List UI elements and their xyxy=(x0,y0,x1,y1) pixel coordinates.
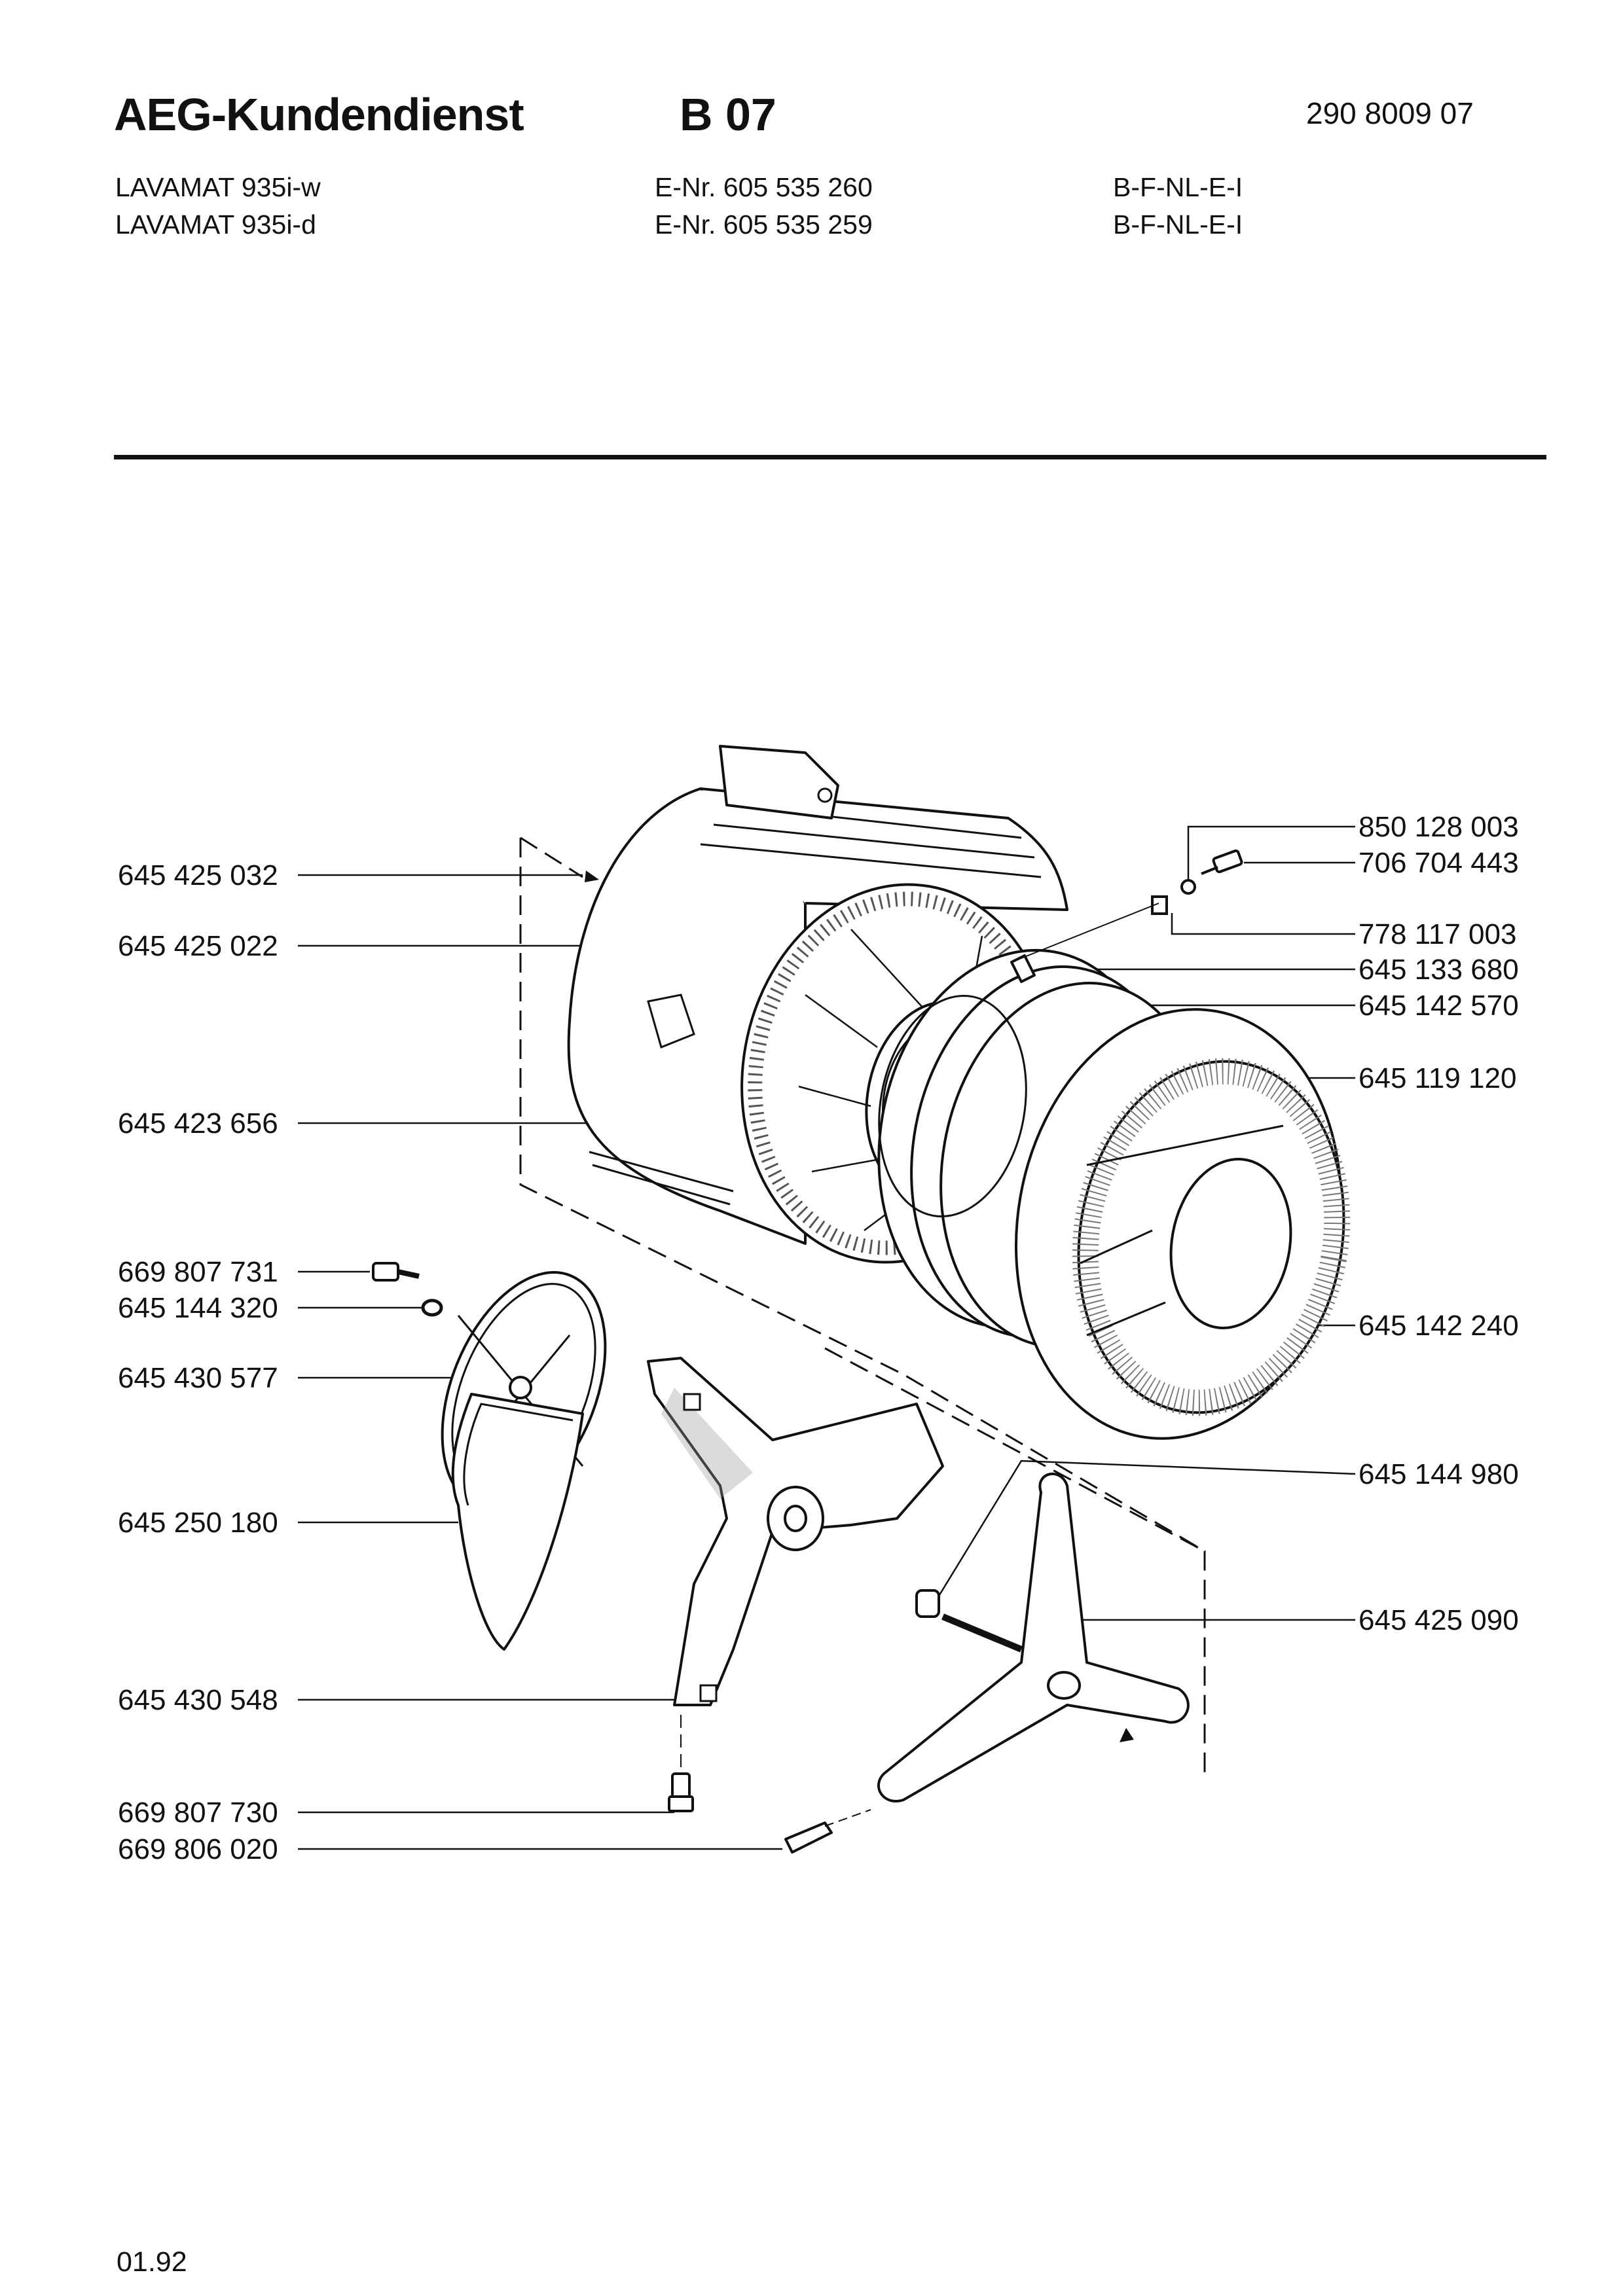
leader-line xyxy=(935,1460,1356,1601)
part-label[interactable]: 706 704 443 xyxy=(1359,847,1519,879)
assembly-outline xyxy=(519,836,1206,1774)
part-label[interactable]: 645 119 120 xyxy=(1359,1062,1516,1094)
document-number: 290 8009 07 xyxy=(1306,96,1474,130)
part-label[interactable]: 645 430 548 xyxy=(118,1684,278,1716)
leader-line xyxy=(1171,913,1355,935)
model-name-2: LAVAMAT 935i-d xyxy=(115,209,316,240)
part-label[interactable]: 850 128 003 xyxy=(1359,811,1519,843)
lower-screws xyxy=(668,1715,871,1854)
upper-fasteners xyxy=(1011,849,1243,963)
part-label[interactable]: 778 117 003 xyxy=(1359,918,1516,950)
part-label[interactable]: 645 425 090 xyxy=(1359,1604,1519,1636)
part-label[interactable]: 645 133 680 xyxy=(1359,954,1519,986)
model-countries-2: B-F-NL-E-I xyxy=(1113,209,1243,240)
model-countries-1: B-F-NL-E-I xyxy=(1113,172,1243,202)
part-label[interactable]: 645 425 032 xyxy=(118,859,278,891)
part-label[interactable]: 645 142 240 xyxy=(1359,1310,1519,1342)
part-label[interactable]: 645 144 980 xyxy=(1359,1458,1519,1490)
drum-carrier xyxy=(877,1473,1190,1803)
spider-bracket xyxy=(647,1357,944,1706)
part-label[interactable]: 669 807 731 xyxy=(118,1256,278,1288)
sheet-code: B 07 xyxy=(680,89,776,140)
left-fasteners xyxy=(372,1262,443,1317)
part-label[interactable]: 645 142 570 xyxy=(1359,990,1519,1022)
part-label[interactable]: 645 250 180 xyxy=(118,1507,278,1539)
part-label[interactable]: 645 423 656 xyxy=(118,1107,278,1139)
right-callouts: 850 128 003 706 704 443 778 117 003 645 … xyxy=(935,811,1519,1636)
drive-belt xyxy=(451,1393,584,1651)
header-divider xyxy=(114,455,1546,459)
model-enr-1: E-Nr. 605 535 260 xyxy=(655,172,873,202)
model-name-1: LAVAMAT 935i-w xyxy=(115,172,321,202)
part-label[interactable]: 645 430 577 xyxy=(118,1362,278,1394)
footer-date: 01.92 xyxy=(117,2246,187,2278)
part-label[interactable]: 669 807 730 xyxy=(118,1797,278,1829)
brand-title: AEG-Kundendienst xyxy=(114,89,524,140)
model-enr-2: E-Nr. 605 535 259 xyxy=(655,209,873,240)
leader-line xyxy=(1187,825,1355,884)
bushing-shaft xyxy=(915,1589,1023,1653)
part-label[interactable]: 645 144 320 xyxy=(118,1292,278,1324)
rear-tub xyxy=(1015,1008,1351,1440)
part-label[interactable]: 645 425 022 xyxy=(118,930,278,962)
part-label[interactable]: 669 806 020 xyxy=(118,1833,278,1865)
